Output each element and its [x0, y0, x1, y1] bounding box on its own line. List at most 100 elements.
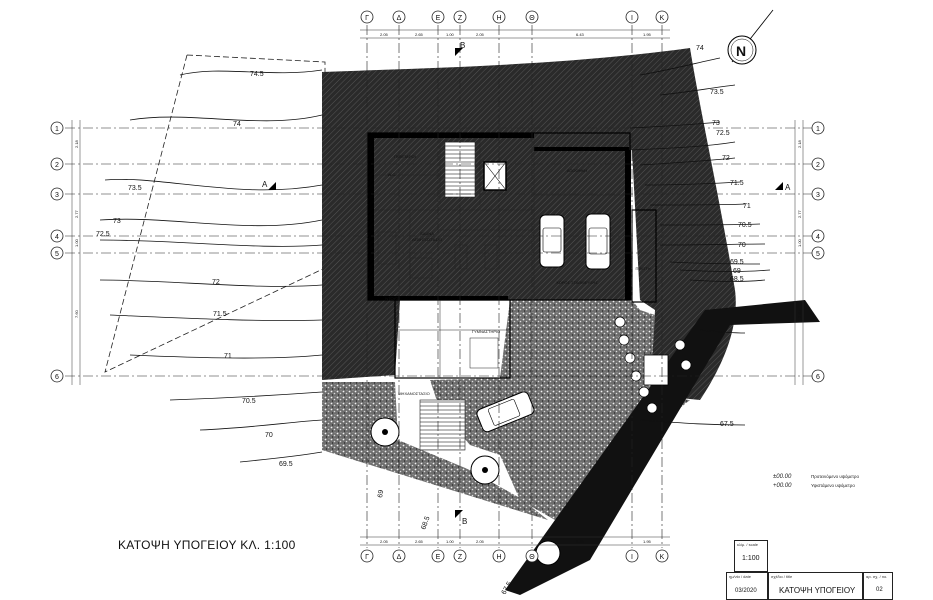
svg-text:A: A [262, 180, 268, 189]
svg-text:Ε: Ε [436, 554, 441, 561]
legend-code: +00.00 [773, 482, 792, 489]
svg-text:1.00: 1.00 [446, 539, 455, 544]
svg-text:Γ: Γ [365, 554, 369, 561]
car-left [539, 214, 565, 268]
core-wall-n [368, 133, 534, 138]
gym-bench [469, 337, 499, 369]
sheet-number: 02 [876, 587, 883, 593]
svg-text:3: 3 [55, 192, 59, 199]
gym-equipment-2 [484, 244, 498, 270]
svg-text:4: 4 [816, 234, 820, 241]
date-value: 03/2020 [735, 588, 757, 594]
svg-text:70.5: 70.5 [738, 222, 752, 229]
svg-text:Κ: Κ [660, 554, 665, 561]
car-right [585, 213, 611, 270]
legend-row-proposed: ±00.00 Προτεινόμενο υψόμετρο [773, 472, 893, 481]
room-labels: ΠΙΘΕΤΑΡΟΙ ΑΠΟΘΗΚΗ ΧΩΡΟΣ ΣΤΑΘΜΕΥΣΗΣ ΛΕΒΗΤ… [385, 154, 650, 396]
outdoor-kitchen [643, 354, 669, 386]
svg-text:1: 1 [55, 126, 59, 133]
svg-text:74.5: 74.5 [250, 71, 264, 78]
svg-text:71: 71 [743, 203, 751, 210]
svg-text:6: 6 [816, 374, 820, 381]
core-wall [368, 133, 374, 300]
svg-text:SAUNA: SAUNA [420, 231, 434, 236]
svg-text:1.95: 1.95 [643, 32, 652, 37]
contour-labels-right: 74 73.5 73 72.5 72 71.5 71 70.5 70 69.5 … [696, 45, 752, 428]
wing-south [394, 299, 511, 379]
svg-text:7.60: 7.60 [74, 309, 79, 318]
svg-text:3: 3 [816, 192, 820, 199]
svg-text:1.00: 1.00 [74, 238, 79, 247]
svg-text:68.5: 68.5 [420, 515, 431, 530]
svg-text:2.77: 2.77 [74, 209, 79, 218]
svg-text:4: 4 [55, 234, 59, 241]
svg-text:ΑΠΟΘΗΚΗ: ΑΠΟΘΗΚΗ [567, 168, 587, 173]
svg-text:6.43: 6.43 [576, 539, 585, 544]
north-arrow: N [727, 9, 774, 65]
access-road [505, 300, 820, 595]
svg-text:N: N [736, 43, 746, 59]
core-wall-e [625, 150, 631, 300]
svg-text:2: 2 [816, 162, 820, 169]
svg-text:Θ: Θ [529, 15, 535, 22]
svg-text:69.5: 69.5 [279, 461, 293, 468]
svg-text:73: 73 [113, 218, 121, 225]
svg-text:2.05: 2.05 [476, 539, 485, 544]
svg-text:7.60: 7.60 [797, 309, 802, 318]
tree-2-core [482, 467, 488, 473]
svg-text:69: 69 [733, 268, 741, 275]
svg-text:72: 72 [212, 279, 220, 286]
svg-text:71.5: 71.5 [213, 311, 227, 318]
svg-text:Η: Η [496, 554, 501, 561]
svg-text:1: 1 [816, 126, 820, 133]
svg-text:ΝΤΟΥΣ: ΝΤΟΥΣ [385, 296, 399, 301]
section-marker-a-right: A [775, 182, 791, 192]
svg-text:67.5: 67.5 [720, 421, 734, 428]
svg-text:69.5: 69.5 [730, 259, 744, 266]
svg-text:73.5: 73.5 [128, 185, 142, 192]
scale-cell: κλίμ. / scale 1:100 [734, 540, 768, 572]
plan-caption: ΚΑΤΟΨΗ ΥΠΟΓΕΙΟΥ ΚΛ. 1:100 [118, 538, 296, 552]
gravel-lower-left [322, 382, 548, 520]
tree-1-core [382, 429, 388, 435]
svg-text:Η: Η [496, 15, 501, 22]
svg-text:ΠΙΘΕΤΑΡΟΙ: ΠΙΘΕΤΑΡΟΙ [394, 154, 415, 159]
svg-text:2.05: 2.05 [380, 32, 389, 37]
svg-text:Ζ: Ζ [458, 554, 463, 561]
title-cell: σχέδιο / title ΚΑΤΟΨΗ ΥΠΟΓΕΙΟΥ [768, 572, 863, 600]
svg-text:6.43: 6.43 [576, 32, 585, 37]
svg-text:ΠΙΛΟΤΗ: ΠΙΛΟΤΗ [635, 266, 650, 271]
car-outdoor [476, 391, 535, 433]
svg-text:70.5: 70.5 [242, 398, 256, 405]
scale-label: κλίμ. / scale [737, 542, 758, 547]
section-marker-a-left: A [262, 180, 276, 190]
planters [614, 316, 692, 414]
grid-vertical [366, 25, 663, 548]
stair-external [419, 399, 466, 451]
svg-text:1.00: 1.00 [446, 32, 455, 37]
legend-row-existing: +00.00 Υφιστάμενο υψόμετρο [773, 481, 893, 490]
svg-text:74: 74 [233, 121, 241, 128]
svg-text:1.00: 1.00 [797, 238, 802, 247]
grid-bubbles-left: 1 2 3 4 5 6 [50, 121, 64, 383]
grid-bubbles-bottom: Γ Δ Ε Ζ Η Θ Ι Κ [360, 549, 669, 563]
svg-text:1.95: 1.95 [643, 539, 652, 544]
svg-text:Γ: Γ [365, 15, 369, 22]
elevation-legend: ±00.00 Προτεινόμενο υψόμετρο +00.00 Υφισ… [773, 472, 893, 490]
svg-text:5: 5 [816, 251, 820, 258]
svg-text:71: 71 [224, 353, 232, 360]
svg-text:ΓΥΜΝΑΣΤΗΡΙΟ: ΓΥΜΝΑΣΤΗΡΙΟ [472, 329, 500, 334]
svg-text:2.65: 2.65 [415, 539, 424, 544]
svg-text:70: 70 [265, 432, 273, 439]
sauna-bench [377, 231, 397, 265]
svg-text:ΛΕΒΗΤΟΣΤΑΣΙΟ: ΛΕΒΗΤΟΣΤΑΣΙΟ [412, 237, 442, 242]
title-label: σχέδιο / title [771, 574, 793, 579]
svg-text:ΧΩΡΟΣ ΣΤΑΘΜΕΥΣΗΣ: ΧΩΡΟΣ ΣΤΑΘΜΕΥΣΗΣ [556, 280, 598, 285]
grid-bubbles-top: Γ Δ Ε Ζ Η Θ Ι Κ [360, 10, 669, 24]
plot-boundary [104, 54, 326, 373]
svg-text:2.65: 2.65 [415, 32, 424, 37]
title-block: κλίμ. / scale 1:100 ημ/νία / date 03/202… [726, 540, 933, 600]
gym-equipment-1 [454, 244, 468, 270]
date-cell: ημ/νία / date 03/2020 [726, 572, 768, 600]
